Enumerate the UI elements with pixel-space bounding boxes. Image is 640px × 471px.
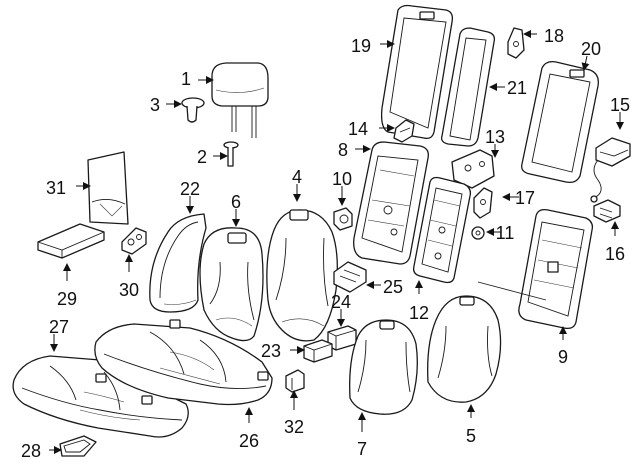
callout-13: 13 xyxy=(485,127,505,158)
callout-14: 14 xyxy=(348,119,395,139)
seat-back-frame xyxy=(353,141,429,265)
callout-28: 28 xyxy=(21,441,62,461)
callout-label-25: 25 xyxy=(383,277,403,297)
callout-label-7: 7 xyxy=(357,439,367,459)
callout-label-29: 29 xyxy=(57,289,77,309)
callout-label-2: 2 xyxy=(197,147,207,167)
headrest xyxy=(211,62,269,138)
callout-10: 10 xyxy=(332,169,352,206)
callout-5: 5 xyxy=(466,404,476,446)
center-frame xyxy=(412,176,472,284)
callout-label-21: 21 xyxy=(507,78,527,98)
side-bolster xyxy=(149,213,207,313)
callout-32: 32 xyxy=(284,390,304,437)
callout-label-18: 18 xyxy=(544,26,564,46)
guide-sleeve xyxy=(181,97,205,123)
callout-label-23: 23 xyxy=(261,341,281,361)
callout-16: 16 xyxy=(605,221,625,264)
callout-label-6: 6 xyxy=(231,192,241,212)
callout-label-3: 3 xyxy=(150,95,160,115)
lower-seat-back-cover xyxy=(349,319,418,415)
callout-label-17: 17 xyxy=(515,188,535,208)
right-back-panel xyxy=(521,60,599,184)
callout-label-15: 15 xyxy=(610,95,630,115)
callout-15: 15 xyxy=(610,95,630,130)
seat-tray xyxy=(59,435,97,457)
callout-25: 25 xyxy=(366,277,403,297)
callout-label-31: 31 xyxy=(46,178,66,198)
callout-label-9: 9 xyxy=(558,347,568,367)
callout-11: 11 xyxy=(486,223,515,243)
hinge-bracket xyxy=(473,187,493,219)
callout-8: 8 xyxy=(338,140,371,160)
callout-1: 1 xyxy=(181,69,214,89)
callout-label-14: 14 xyxy=(348,119,368,139)
mounting-plate xyxy=(451,149,495,189)
armrest-bracket xyxy=(121,227,147,255)
back-panel xyxy=(380,4,454,140)
seat-back-pad xyxy=(199,227,264,342)
callout-21: 21 xyxy=(489,78,527,98)
seat-cushion-frame xyxy=(94,319,273,406)
washer xyxy=(471,226,485,240)
callout-17: 17 xyxy=(502,188,535,208)
callout-label-8: 8 xyxy=(338,140,348,160)
callout-label-5: 5 xyxy=(466,426,476,446)
callout-26: 26 xyxy=(239,407,259,451)
callout-label-11: 11 xyxy=(496,223,515,243)
latch-striker xyxy=(593,199,621,223)
armrest-pad xyxy=(37,223,105,259)
right-seat-back-cover xyxy=(427,295,502,403)
callout-label-10: 10 xyxy=(332,169,352,189)
callout-label-28: 28 xyxy=(21,441,41,461)
callout-4: 4 xyxy=(292,167,302,202)
callout-label-24: 24 xyxy=(331,292,351,312)
callout-2: 2 xyxy=(197,147,228,167)
callout-label-13: 13 xyxy=(485,127,505,147)
callout-27: 27 xyxy=(49,317,69,352)
callout-label-19: 19 xyxy=(351,36,371,56)
callout-22: 22 xyxy=(180,179,200,214)
upper-bracket xyxy=(507,27,525,59)
callout-19: 19 xyxy=(351,36,395,56)
callout-label-20: 20 xyxy=(581,39,601,59)
back-pad xyxy=(440,27,496,147)
callout-6: 6 xyxy=(231,192,241,227)
trim-clip xyxy=(333,207,353,231)
seat-cushion-cover xyxy=(12,355,189,438)
right-seat-back-frame xyxy=(477,208,594,330)
callout-label-1: 1 xyxy=(181,69,191,89)
callout-3: 3 xyxy=(150,95,182,115)
callout-12: 12 xyxy=(409,280,429,323)
stop-block xyxy=(303,339,333,363)
callout-23: 23 xyxy=(261,341,305,361)
callout-label-27: 27 xyxy=(49,317,69,337)
callout-20: 20 xyxy=(581,39,601,71)
callout-label-22: 22 xyxy=(180,179,200,199)
callout-30: 30 xyxy=(119,254,139,300)
callout-24: 24 xyxy=(331,292,351,327)
panel-clip xyxy=(393,119,415,143)
callout-7: 7 xyxy=(357,412,367,459)
callout-label-16: 16 xyxy=(605,244,625,264)
latch-cover xyxy=(333,261,367,293)
armrest-panel xyxy=(87,151,129,225)
callout-31: 31 xyxy=(46,178,91,198)
callout-18: 18 xyxy=(523,26,564,46)
retainer-clip xyxy=(285,369,305,393)
callout-label-32: 32 xyxy=(284,417,304,437)
bolt xyxy=(223,141,239,167)
callout-label-30: 30 xyxy=(119,280,139,300)
callout-29: 29 xyxy=(57,263,77,309)
seat-back-cover xyxy=(266,209,338,342)
callout-label-4: 4 xyxy=(292,167,302,187)
callout-9: 9 xyxy=(558,326,568,367)
leader-arrow-20 xyxy=(581,55,590,71)
callout-label-26: 26 xyxy=(239,431,259,451)
callout-label-12: 12 xyxy=(409,303,429,323)
release-latch xyxy=(590,137,631,203)
